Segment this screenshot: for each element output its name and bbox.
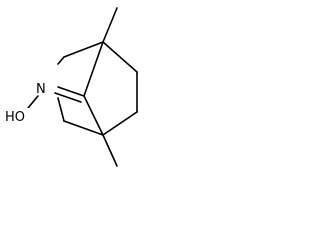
bond-upper-ch2-bridgehead — [63, 41, 104, 58]
bond-upper-ch2-ring — [57, 56, 65, 65]
bond-n-o — [27, 95, 39, 109]
bond-top-methyl — [102, 7, 118, 43]
bond-bridge-to-bridgehead-bottom — [83, 95, 104, 136]
bond-bridgehead-right-top — [102, 41, 138, 73]
bond-c-n-double-2 — [54, 92, 82, 103]
bond-bridgehead-right-bottom — [102, 111, 138, 136]
bond-bridgehead-to-bridge-top — [83, 41, 104, 97]
hydroxyl-label-mask — [5, 108, 29, 123]
atom-labels: N HO — [5, 80, 48, 125]
nitrogen-atom-label: N — [36, 82, 46, 97]
bond-lower-ch2-ring — [63, 120, 104, 136]
hydroxyl-atom-label: HO — [5, 110, 25, 125]
nitrogen-label-mask — [36, 80, 48, 95]
bond-bottom-methyl — [102, 134, 118, 167]
bond-lower-ch2-up — [57, 97, 65, 122]
bond-c-n-double-1 — [57, 86, 85, 97]
oxime-structure-diagram: N HO — [5, 7, 138, 167]
bond-group — [27, 7, 138, 167]
